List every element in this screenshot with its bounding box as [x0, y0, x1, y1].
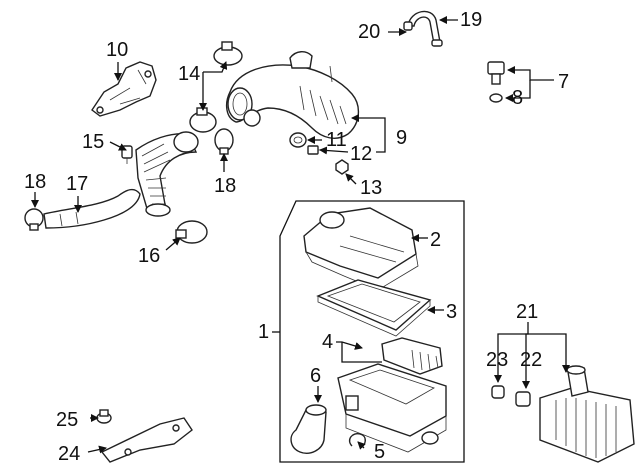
corrugated-hose — [135, 131, 199, 217]
sensor-part-7 — [487, 61, 505, 85]
cleaner-case — [337, 363, 447, 453]
small-clamp-part-18-lower — [24, 208, 44, 231]
small-clamp-part-18-upper — [214, 128, 234, 155]
callout-24: 24 — [58, 443, 80, 465]
callout-14: 14 — [178, 63, 200, 85]
callout-4: 4 — [322, 331, 333, 353]
callout-7: 7 — [558, 71, 569, 93]
resonator-part-21 — [539, 365, 635, 463]
callout-8: 8 — [512, 87, 523, 109]
vacuum-hose-part-19 — [403, 10, 443, 47]
cleaner-cover-part-2 — [303, 207, 419, 291]
callout-16: 16 — [138, 245, 160, 267]
callout-15: 15 — [82, 131, 104, 153]
callout-11: 11 — [326, 129, 347, 151]
callout-25: 25 — [56, 409, 78, 431]
callout-21: 21 — [516, 301, 538, 323]
callout-9: 9 — [396, 127, 407, 149]
callout-19: 19 — [460, 9, 482, 31]
filter-element-part-3 — [316, 279, 432, 337]
cap-part-23 — [491, 385, 505, 399]
assembly-border-part-1 — [279, 200, 465, 463]
intake-duct — [225, 51, 359, 139]
callout-10: 10 — [106, 39, 128, 61]
grommet-part-11 — [289, 132, 307, 148]
hose-clamp-part-14 — [189, 41, 243, 133]
o-ring-part-8 — [489, 93, 503, 103]
callout-6: 6 — [310, 365, 321, 387]
elbow-duct-part-6 — [290, 404, 327, 454]
leader-lines — [31, 16, 570, 454]
cap-part-22 — [515, 391, 531, 407]
callout-17: 17 — [66, 173, 88, 195]
callout-23: 23 — [486, 349, 508, 371]
callout-12: 12 — [350, 143, 372, 165]
callout-labels: 10 14 15 18 17 18 16 20 19 7 8 11 12 9 1… — [24, 9, 569, 465]
clip-part-5 — [348, 432, 366, 449]
callout-18-left: 18 — [24, 171, 46, 193]
hose-clamp-part-16 — [175, 220, 208, 244]
callout-5: 5 — [374, 441, 385, 463]
grommet-part-25 — [96, 409, 112, 424]
bracket-part-10 — [91, 61, 157, 117]
inlet-part-4 — [381, 337, 443, 375]
callout-20: 20 — [358, 21, 380, 43]
callout-2: 2 — [430, 229, 441, 251]
callout-13: 13 — [360, 177, 382, 199]
callout-1: 1 — [258, 321, 269, 343]
callout-18-right: 18 — [214, 175, 236, 197]
callout-22: 22 — [520, 349, 542, 371]
callout-3: 3 — [446, 301, 457, 323]
hose-part-17 — [43, 188, 141, 229]
nut-part-13 — [335, 159, 349, 175]
bracket-part-24 — [100, 417, 193, 463]
